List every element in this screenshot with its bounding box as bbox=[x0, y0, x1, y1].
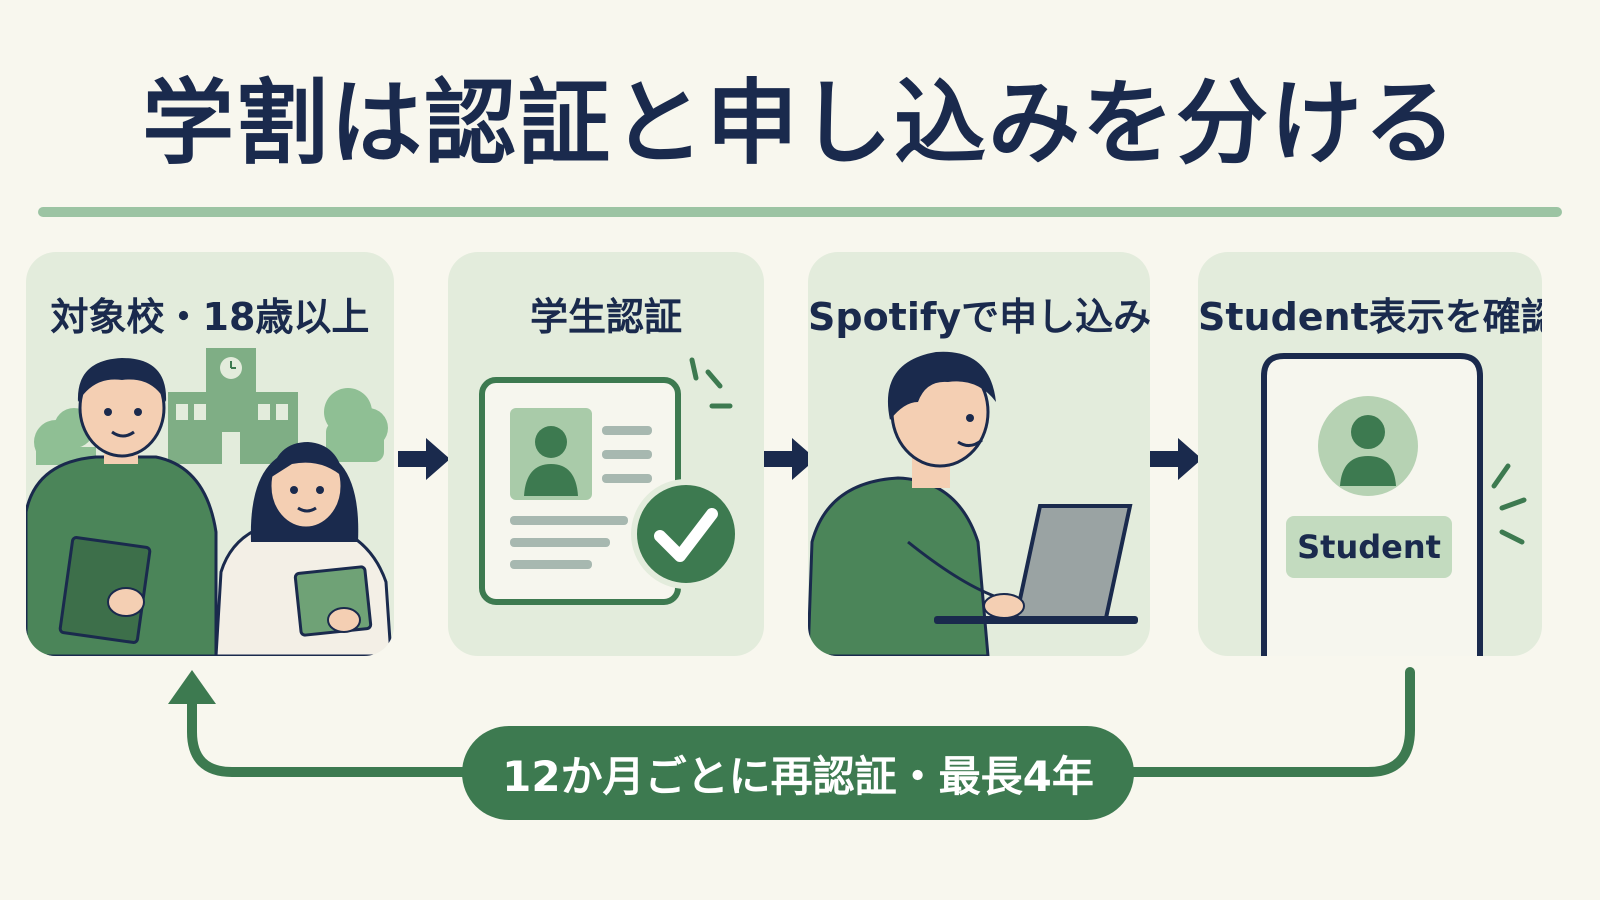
step-card-confirm: Student表示を確認 Student bbox=[1198, 252, 1542, 656]
step-card-signup: Spotifyで申し込み bbox=[808, 252, 1150, 656]
step-label-confirm: Student表示を確認 bbox=[1198, 295, 1542, 339]
person-laptop-illustration bbox=[808, 351, 1138, 656]
arrow-right-icon bbox=[764, 438, 816, 480]
student-badge: Student bbox=[1297, 528, 1441, 566]
step-card-verification: 学生認証 bbox=[448, 252, 764, 656]
title-divider bbox=[38, 207, 1562, 217]
avatar-icon bbox=[1318, 396, 1418, 496]
arrow-right-icon bbox=[1150, 438, 1202, 480]
id-card-icon bbox=[479, 357, 741, 605]
step-label-signup: Spotifyで申し込み bbox=[808, 295, 1150, 339]
step-label-verification: 学生認証 bbox=[529, 295, 682, 339]
check-icon bbox=[631, 479, 741, 589]
step-label-eligibility: 対象校・18歳以上 bbox=[50, 295, 370, 339]
phone-icon bbox=[1261, 353, 1527, 656]
laptop-icon bbox=[934, 504, 1138, 624]
page-title: 学割は認証と申し込みを分ける bbox=[141, 70, 1458, 177]
renewal-note: 12か月ごとに再認証・最長4年 bbox=[462, 726, 1134, 820]
students-illustration bbox=[26, 348, 393, 656]
student-boy bbox=[26, 358, 218, 656]
step-card-eligibility: 対象校・18歳以上 bbox=[26, 252, 394, 656]
student-girl bbox=[214, 442, 393, 656]
school-building-icon bbox=[168, 348, 298, 464]
arrow-right-icon bbox=[398, 438, 450, 480]
